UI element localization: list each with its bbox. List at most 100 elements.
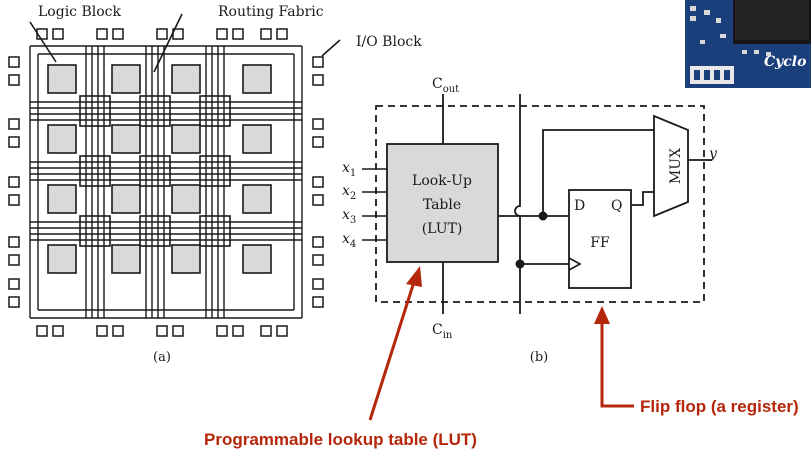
caption-b: (b) [530,350,548,365]
logic-cell-boundary [375,105,705,303]
io-block [96,325,108,337]
caption-a: (a) [153,350,171,365]
io-block [312,194,324,206]
input-label-x4: x4 [342,231,356,250]
io-block [276,28,288,40]
io-block [8,194,20,206]
logic-block [242,184,272,214]
cout-label: Cout [432,76,459,95]
io-block [276,325,288,337]
io-block-label: I/O Block [356,34,422,50]
board-components [690,6,771,56]
io-block [96,28,108,40]
switch-box [79,155,111,187]
logic-block [111,64,141,94]
io-block [52,28,64,40]
routing-fabric-label: Routing Fabric [218,4,324,20]
logic-block [47,64,77,94]
lut-inputs: x1 x2 x3 x4 [342,160,387,250]
io-block [8,56,20,68]
io-block [156,325,168,337]
logic-block [111,244,141,274]
io-block [260,28,272,40]
logic-blocks [47,64,272,274]
input-label-x1: x1 [342,160,356,179]
lut-annotation-text: Programmable lookup table (LUT) [204,430,477,449]
logic-cell: Cout Cin Look-Up Table (LUT) x1 x2 x3 x4 [342,76,718,365]
logic-block [111,184,141,214]
ff-annotation-text: Flip flop (a register) [640,397,799,416]
board-connector [690,66,734,84]
lut-block [386,143,499,263]
io-block [8,118,20,130]
switch-box [79,215,111,247]
input-label-x2: x2 [342,183,356,202]
io-block [172,325,184,337]
junction-dot [515,259,525,269]
carry-bus-wire [514,94,521,314]
logic-block [171,244,201,274]
io-block [8,176,20,188]
ff-arrow-shaft [600,322,634,408]
io-block [112,28,124,40]
logic-block [171,64,201,94]
io-blocks [8,28,324,337]
logic-block [47,124,77,154]
lut-label-line1: Look-Up [412,173,472,189]
logic-block [171,184,201,214]
io-block [312,118,324,130]
routing-fabric-leader [153,13,183,73]
io-block [232,325,244,337]
mux-block [653,114,689,218]
lut-label-line3: (LUT) [422,221,463,237]
ff-arrow-head [594,306,610,324]
logic-block-label: Logic Block [38,4,121,20]
io-block [312,296,324,308]
logic-block [242,244,272,274]
clock-triangle [568,257,582,271]
switch-box [139,215,171,247]
ff-output-wire [631,191,654,206]
flip-flop-block [568,189,632,289]
switch-box [199,155,231,187]
io-block [52,325,64,337]
io-block [8,236,20,248]
ff-d-label: D [574,198,585,214]
bypass-wire [542,129,654,216]
logic-block [47,184,77,214]
logic-block [171,124,201,154]
io-block [156,28,168,40]
io-block-leader [321,39,341,57]
io-block [312,278,324,290]
io-block [8,296,20,308]
io-block [312,136,324,148]
io-block [112,325,124,337]
lut-arrow-head [406,266,422,287]
ff-label: FF [590,235,610,251]
input-label-x3: x3 [342,207,356,226]
output-label-y: y [708,146,718,162]
logic-block [111,124,141,154]
lut-annotation: Programmable lookup table (LUT) [204,266,477,449]
switch-box [199,215,231,247]
io-block [312,254,324,266]
mux-label: MUX [668,148,684,184]
switch-box [79,95,111,127]
io-block [216,28,228,40]
io-block [8,278,20,290]
io-block [312,176,324,188]
switch-boxes [79,95,231,247]
io-block [8,254,20,266]
chip-die-surface [735,0,809,40]
io-block [312,74,324,86]
logic-block [242,124,272,154]
io-block [232,28,244,40]
io-block [8,136,20,148]
cin-label: Cin [432,322,453,341]
io-block [36,325,48,337]
logic-block-leader [29,21,57,63]
logic-block [47,244,77,274]
switch-box [139,95,171,127]
chip-brand-text: Cyclo [764,54,806,70]
